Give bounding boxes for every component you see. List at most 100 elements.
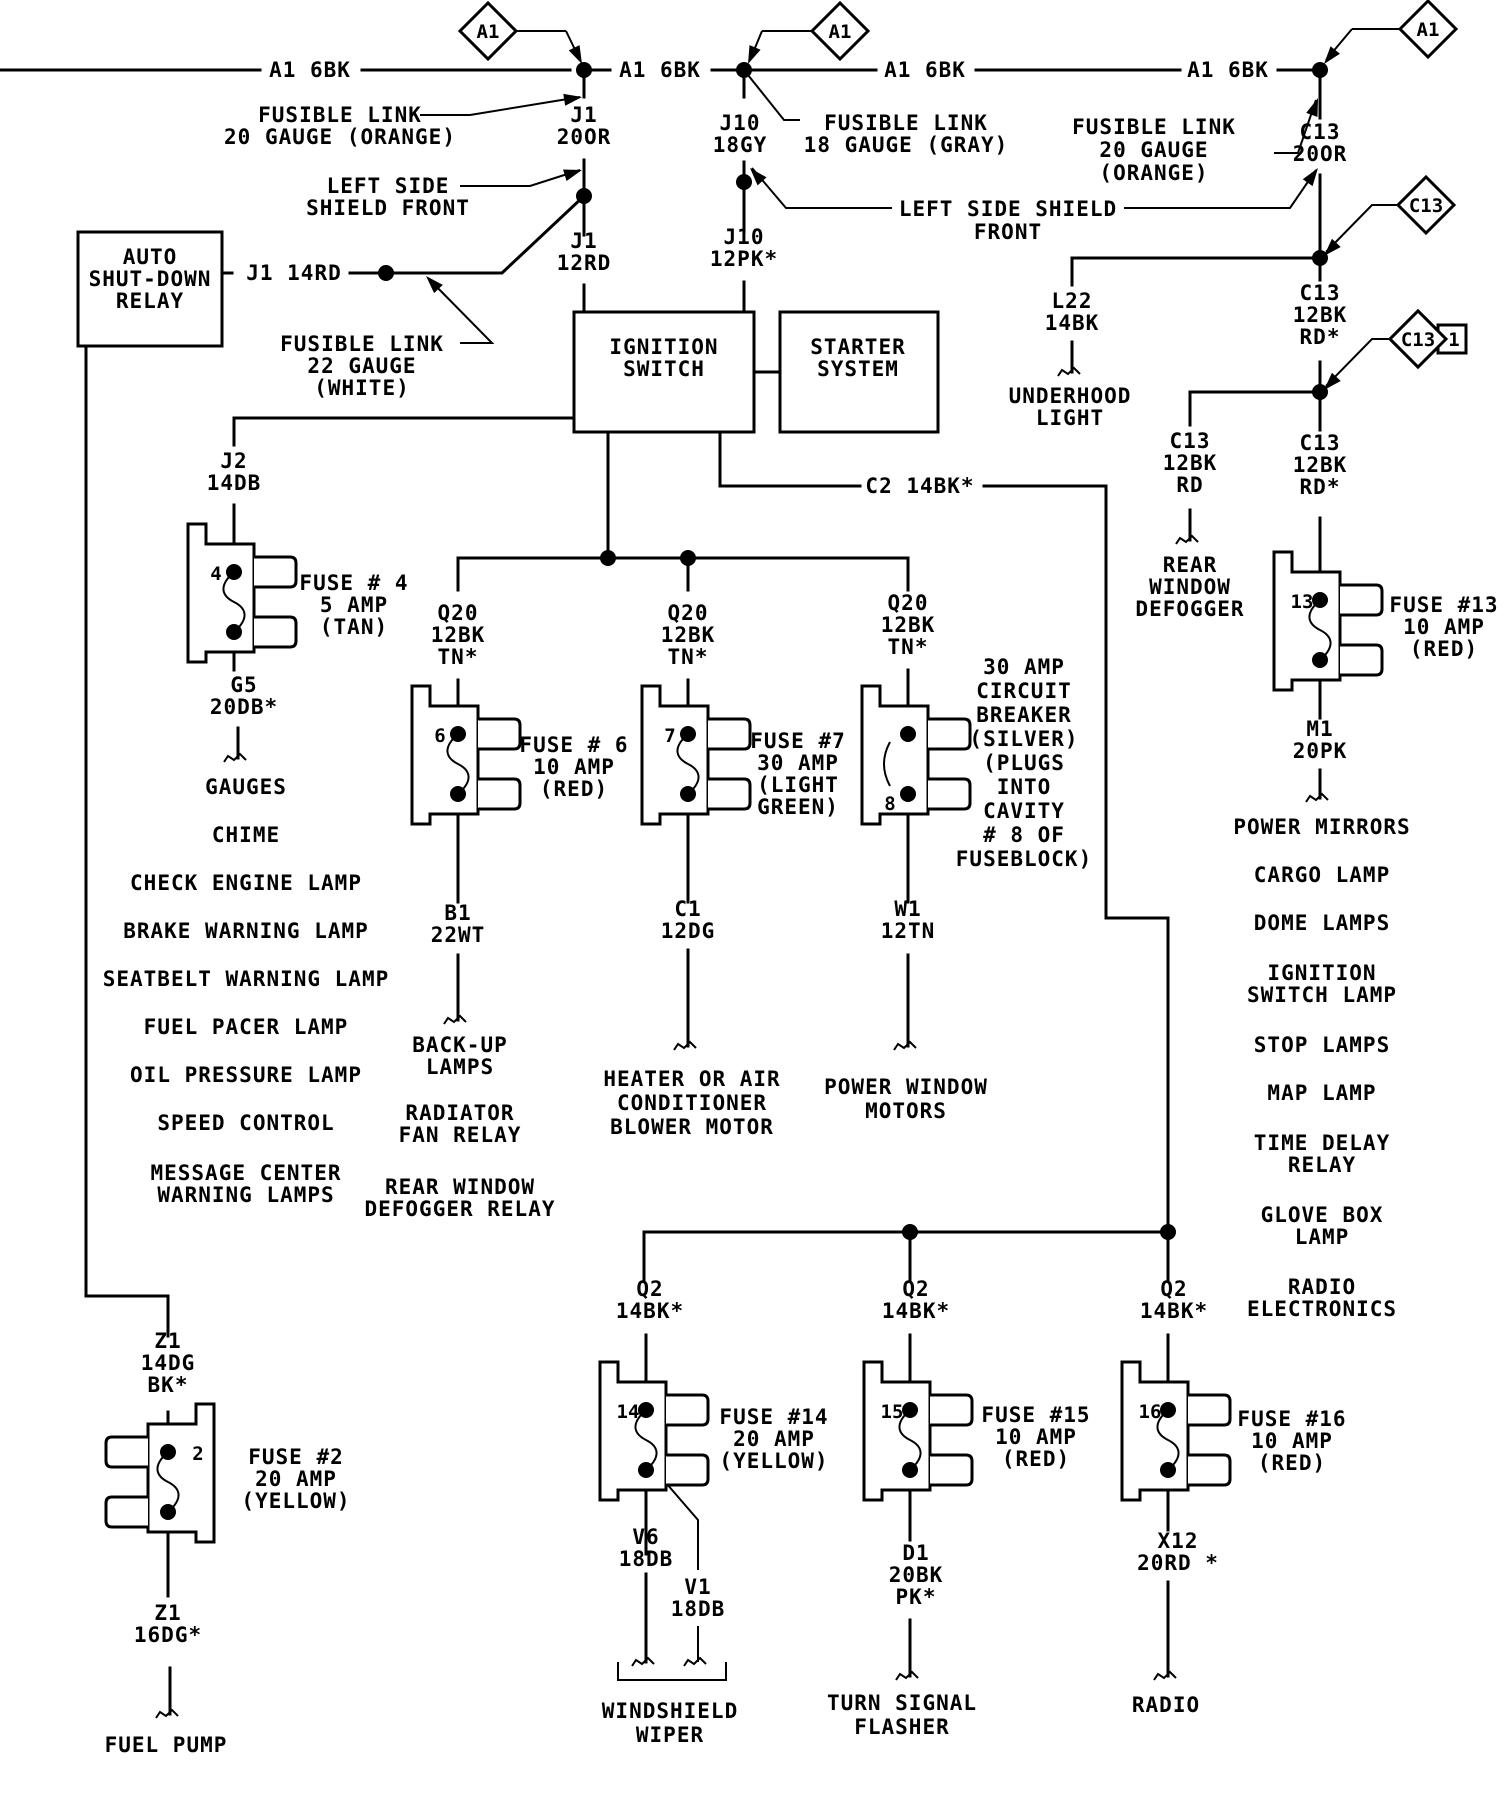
load-fuse13-4: STOP LAMPS <box>1254 1033 1390 1057</box>
fuse-4-fuse-element <box>222 571 246 633</box>
fuse-15-blade-2 <box>930 1453 974 1487</box>
fuse-13-blade-2 <box>1340 643 1384 677</box>
wire-break-icon <box>1175 534 1199 545</box>
wire-j1-14rd <box>384 193 587 275</box>
wire-break-icon <box>443 1014 467 1025</box>
fuse-15-terminal-bottom <box>902 1462 918 1478</box>
load-radio: RADIO <box>1132 1693 1200 1717</box>
wire-break-icon <box>893 1040 917 1051</box>
fuse-7-terminal-top <box>680 726 696 742</box>
load-fuse13-0: POWER MIRRORS <box>1233 815 1410 839</box>
leader-arrow <box>563 169 582 182</box>
connector-c13 <box>1395 174 1457 236</box>
leader <box>460 169 581 187</box>
fuse-15-cavity-number: 15 <box>881 1401 904 1423</box>
fuse-4-cavity-number: 4 <box>210 563 221 585</box>
leader <box>1124 169 1317 209</box>
load-fuse13-2: DOME LAMPS <box>1254 911 1390 935</box>
wire-label-c2: C2 14BK* <box>865 474 974 498</box>
connector-a1-middle <box>809 0 871 62</box>
circuit-breaker-8-blade-1 <box>928 717 972 751</box>
wire-break-icon <box>683 1656 707 1667</box>
fuse-4-blade-2 <box>254 615 298 649</box>
circuit-breaker-8-breaker-element <box>883 741 891 787</box>
fuse-6-fuse-element <box>446 733 470 795</box>
fuse-16-terminal-bottom <box>1160 1462 1176 1478</box>
leader <box>427 277 495 344</box>
wire-v1 <box>659 1475 699 1570</box>
wire-break-icon <box>673 1040 697 1051</box>
wire-label-a1-4: A1 6BK <box>1187 58 1269 82</box>
shapes-layer <box>76 0 1468 1719</box>
fuse-7-blade-1 <box>708 717 752 751</box>
splice-c13 <box>1312 62 1328 78</box>
connector-lead <box>1325 204 1398 253</box>
wire-break-icon <box>1057 366 1081 377</box>
fuse-6-blade-2 <box>478 777 522 811</box>
wire-c13-rd <box>1188 390 1322 427</box>
connector-arrow <box>1324 238 1341 256</box>
wire-break-icon <box>1153 1670 1177 1681</box>
wire-break-icon <box>223 752 247 763</box>
connector-arrow <box>1324 46 1340 64</box>
wiper-bracket <box>617 1662 727 1681</box>
leader-arrow <box>750 168 767 186</box>
fuse-6-housing <box>410 684 480 826</box>
load-fuse13-1: CARGO LAMP <box>1254 863 1390 887</box>
leader <box>751 167 892 209</box>
fuse-2-blade-1 <box>104 1435 148 1469</box>
fuse-4-housing <box>186 522 256 664</box>
splice-j10 <box>736 62 752 78</box>
leader-arrow <box>563 93 582 106</box>
fuse-2-terminal-top <box>160 1444 176 1460</box>
wire-break-icon <box>631 1656 655 1667</box>
connector-arrow <box>748 45 761 64</box>
fuse-4-terminal-top <box>226 564 242 580</box>
fuse-15-fuse-element <box>898 1409 922 1471</box>
fuse-16-cavity-number: 16 <box>1139 1401 1162 1423</box>
fuse-13-terminal-bottom <box>1312 652 1328 668</box>
load-fuse13-5: MAP LAMP <box>1267 1081 1376 1105</box>
ignition-switch <box>572 310 756 434</box>
splice-q2-c <box>1160 1224 1176 1240</box>
fuse-2-fuse-element <box>156 1451 180 1513</box>
connector-a1-left <box>457 0 519 62</box>
connector-c13-1-tag: 1 <box>1448 329 1459 351</box>
fuse-15-housing <box>862 1360 932 1502</box>
fuse-13-cavity-number: 13 <box>1291 591 1314 613</box>
splice-j1-shield <box>576 188 592 204</box>
circuit-breaker-8-cavity-number: 8 <box>884 793 895 815</box>
fuse-6-cavity-number: 6 <box>434 725 445 747</box>
